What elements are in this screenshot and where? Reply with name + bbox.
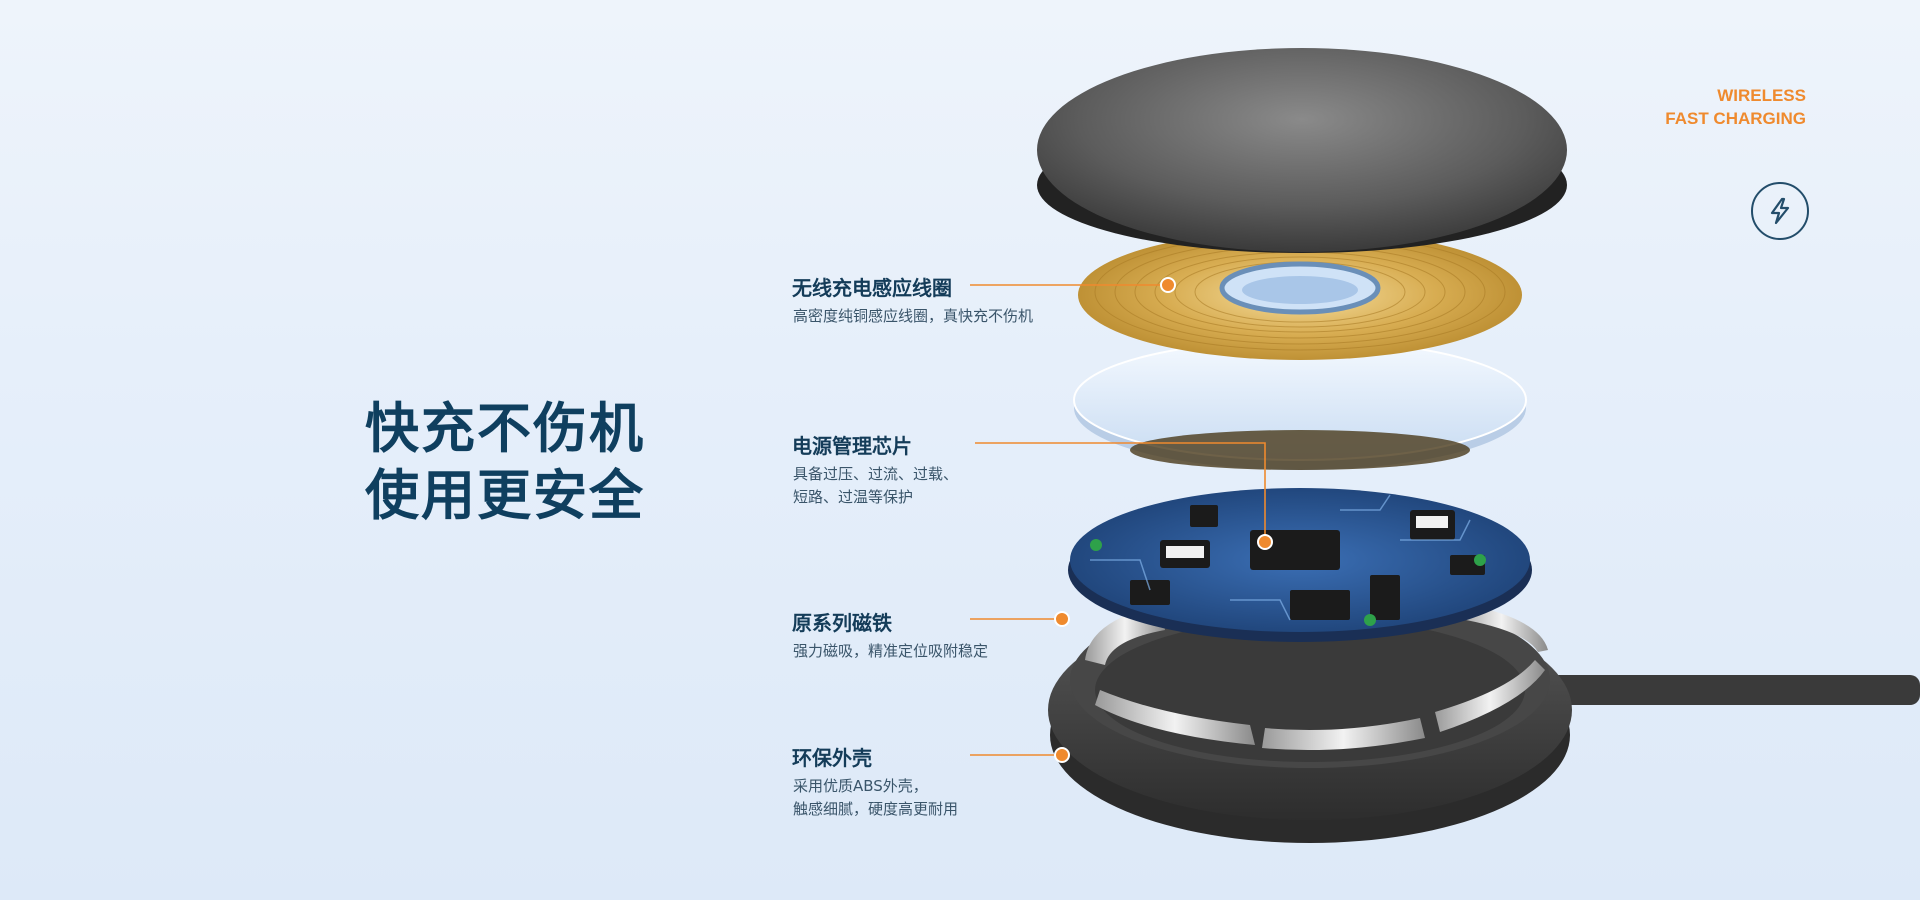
magnet-title: 原系列磁铁 [792,611,892,635]
coil-title: 无线充电感应线圈 [792,276,952,300]
chip-desc: 具备过压、过流、过载、 短路、过温等保护 [793,463,958,509]
cable [1540,675,1920,705]
coil-desc-line-1: 高密度纯铜感应线圈，真快充不伤机 [793,307,1034,325]
chip-desc-line-1: 具备过压、过流、过载、 [793,465,959,483]
brand-tag: WIRELESS FAST CHARGING [1665,84,1806,130]
headline: 快充不伤机 使用更安全 [365,395,645,529]
callout-dot-chip [1257,534,1273,550]
coil-desc: 高密度纯铜感应线圈，真快充不伤机 [793,305,1033,328]
brand-tag-line-2: FAST CHARGING [1665,109,1806,128]
callout-line-chip [975,442,1266,540]
magnet-desc: 强力磁吸，精准定位吸附稳定 [793,640,988,663]
headline-line-1: 快充不伤机 [365,397,645,460]
callout-dot-coil [1160,277,1176,293]
chip-title: 电源管理芯片 [792,434,912,458]
chip-desc-line-2: 短路、过温等保护 [793,488,914,506]
brand-tag-line-1: WIRELESS [1717,86,1806,105]
shell-desc-line-1: 采用优质ABS外壳， [793,777,928,795]
shell-title: 环保外壳 [792,746,872,770]
magnet-desc-line-1: 强力磁吸，精准定位吸附稳定 [793,642,989,660]
shell-desc: 采用优质ABS外壳， 触感细腻，硬度高更耐用 [793,775,958,821]
headline-line-2: 使用更安全 [365,464,645,527]
callout-dot-magnet [1054,611,1070,627]
top-cover [1037,48,1567,252]
callout-dot-shell [1054,747,1070,763]
shell-desc-line-2: 触感细腻，硬度高更耐用 [793,800,959,818]
lightning-bolt-icon [1751,182,1809,240]
